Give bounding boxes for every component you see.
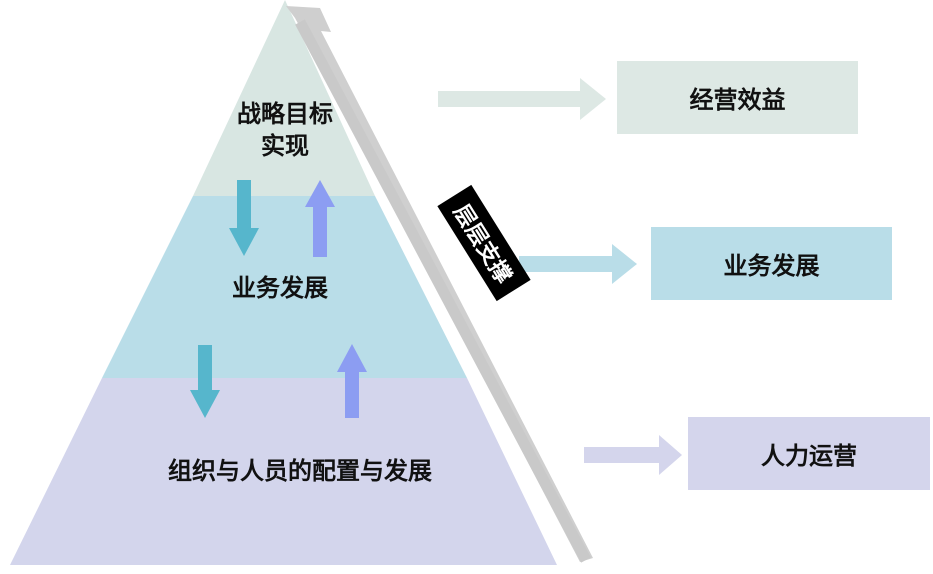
pyramid-bottom-label: 组织与人员的配置与发展 — [168, 457, 432, 485]
arrow-to-outcome-middle — [519, 244, 637, 284]
arrow-up-top — [305, 180, 335, 257]
pyramid-middle-label: 业务发展 — [232, 274, 328, 302]
side-rail-line — [295, 19, 591, 563]
arrow-down-top — [229, 180, 259, 256]
pyramid-top-label-line1: 战略目标 — [237, 100, 333, 128]
outcome-box-top: 经营效益 — [617, 61, 858, 134]
outcome-box-middle: 业务发展 — [651, 227, 892, 300]
arrow-up-middle — [337, 344, 367, 418]
arrow-down-middle — [190, 345, 220, 418]
pyramid-bottom-layer — [10, 378, 557, 565]
outcome-box-bottom: 人力运营 — [688, 417, 930, 490]
pyramid-top-label: 战略目标 实现 — [190, 98, 380, 163]
arrow-to-outcome-top — [438, 78, 606, 120]
pyramid-top-layer — [193, 0, 375, 196]
pyramid-middle-layer — [102, 196, 467, 378]
arrow-to-outcome-bottom — [584, 435, 682, 475]
pyramid-top-label-line2: 实现 — [261, 132, 309, 161]
